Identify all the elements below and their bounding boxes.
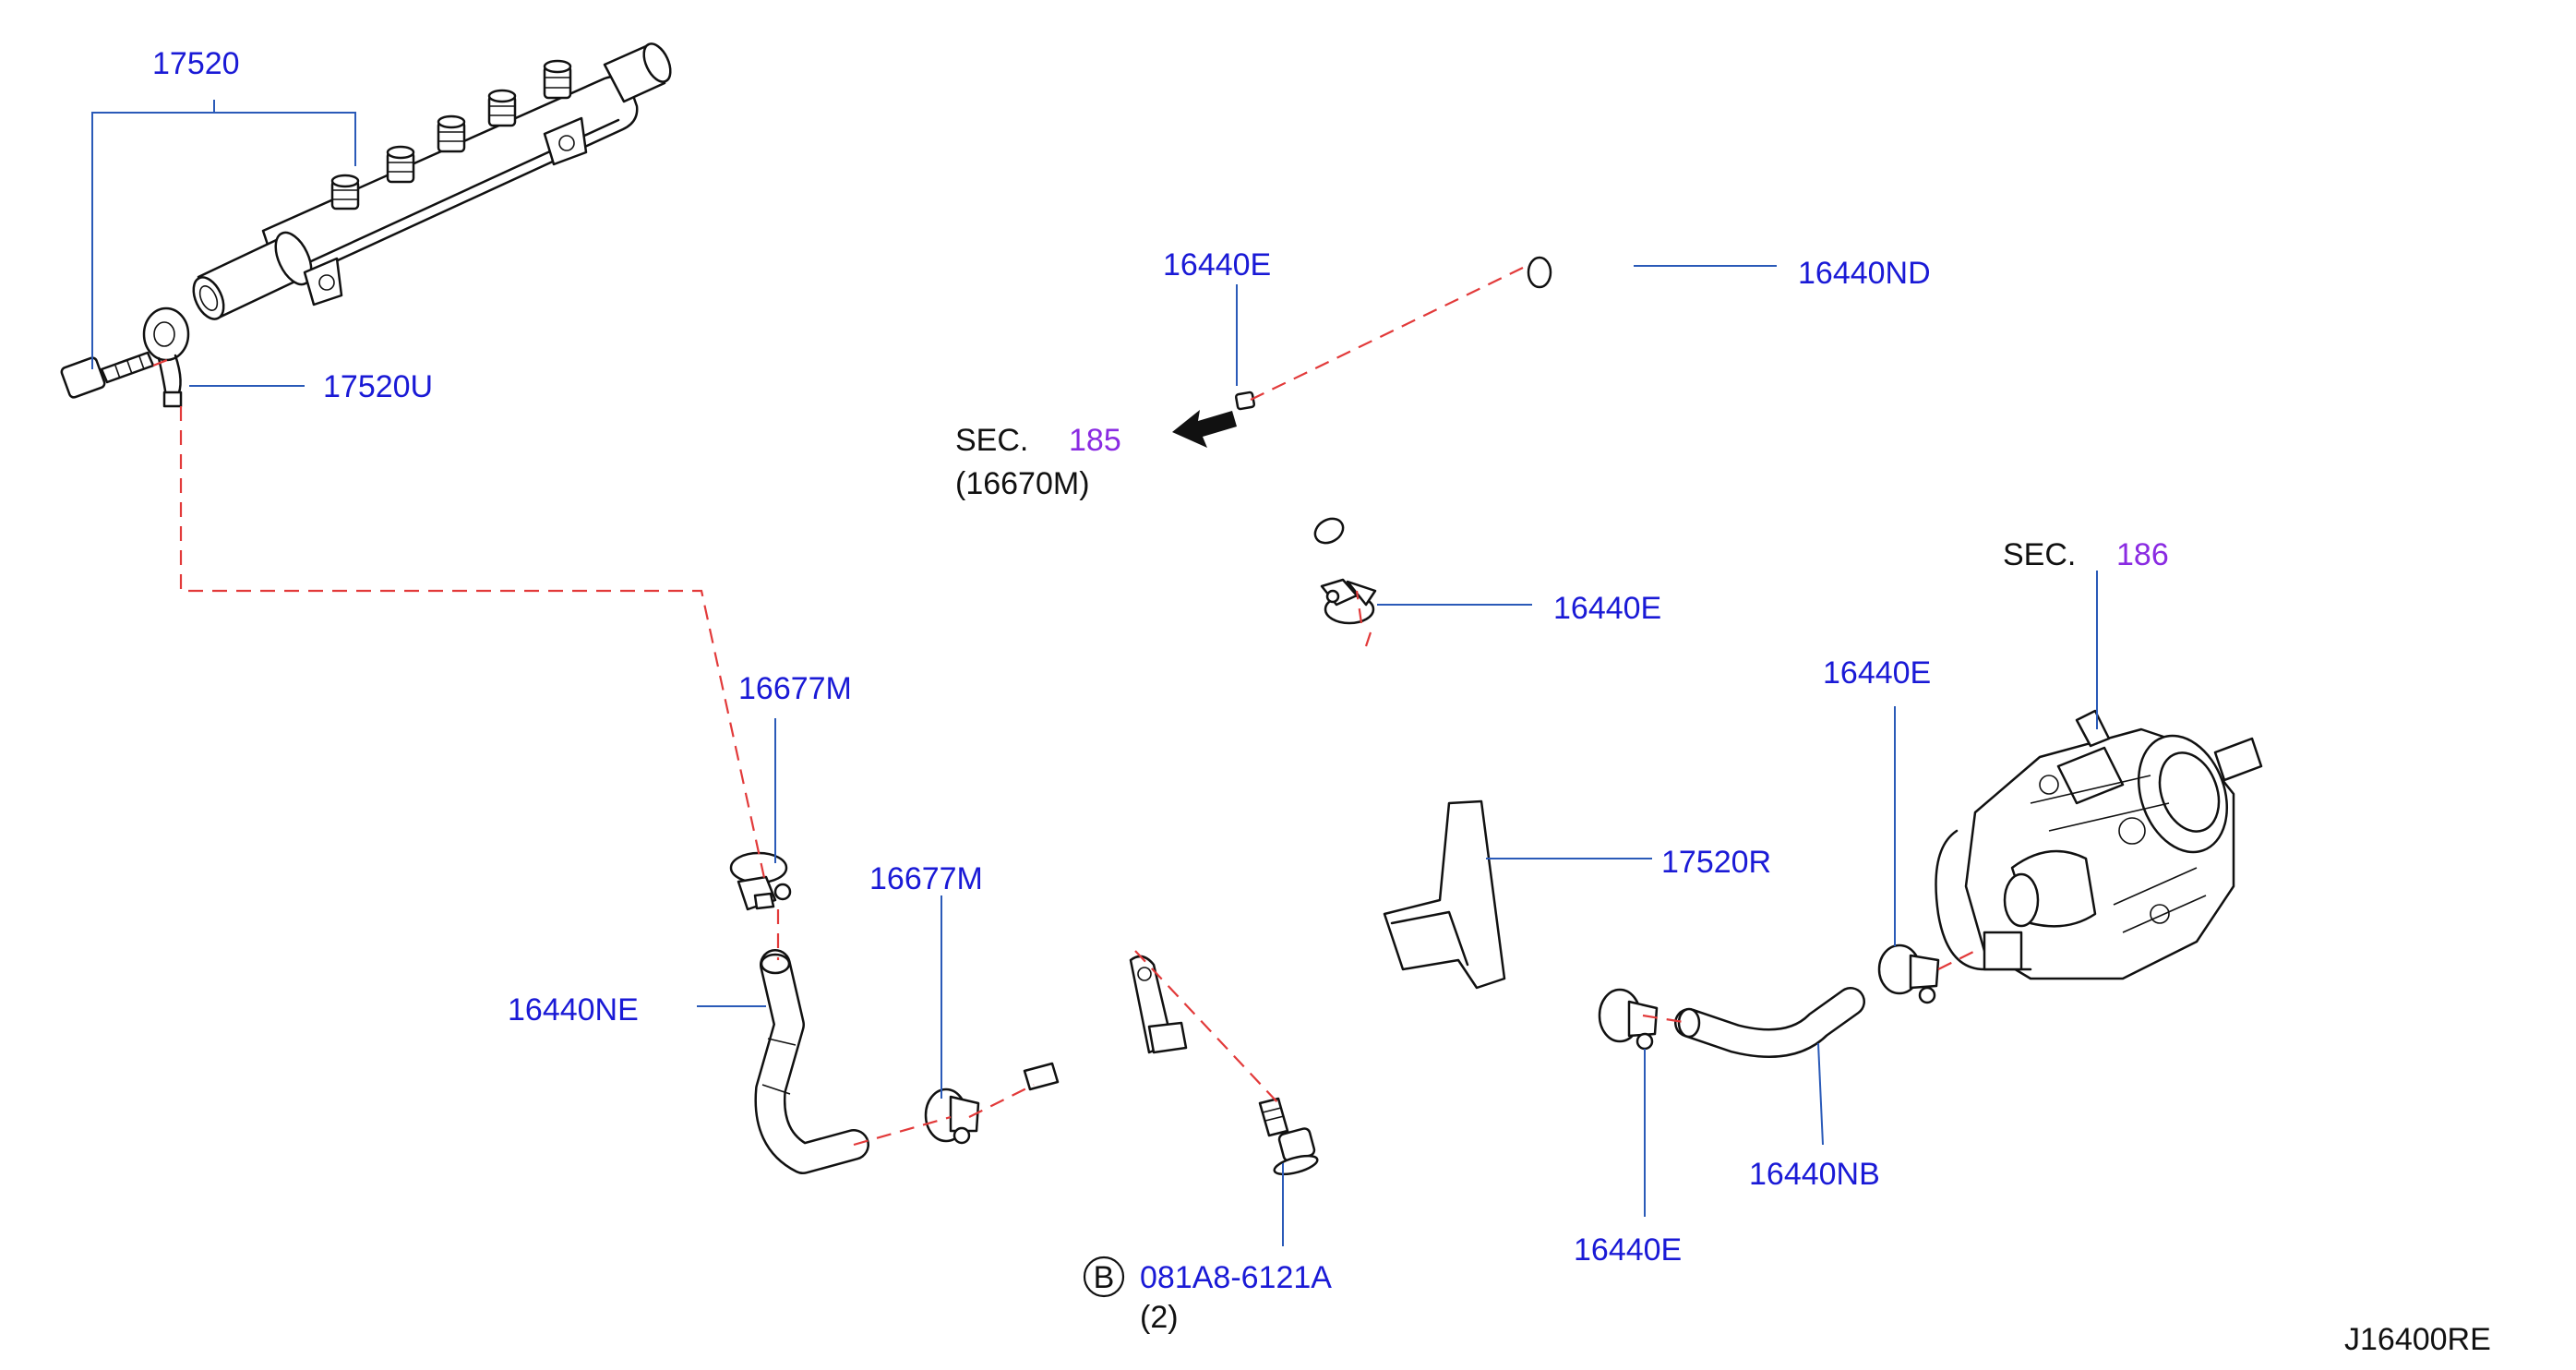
label-16440e-bottom[interactable]: 16440E bbox=[1574, 1232, 1682, 1268]
clip-16677m-left bbox=[729, 851, 792, 911]
banjo-bolt bbox=[60, 351, 155, 399]
clip-16440e-right bbox=[1877, 943, 1940, 1004]
bolt-marker-circle bbox=[1083, 1256, 1125, 1298]
dashed-connection-lines bbox=[152, 267, 1976, 1147]
hose-clip bbox=[1320, 578, 1377, 625]
sec-185-prefix: SEC. bbox=[955, 423, 1028, 458]
rail-port bbox=[543, 59, 572, 100]
rail-port bbox=[330, 174, 360, 210]
rail-port bbox=[386, 145, 415, 184]
mounting-bolt bbox=[1258, 1097, 1319, 1176]
bolt-callout[interactable]: B 081A8-6121A (2) bbox=[1083, 1256, 1332, 1335]
clamp-small bbox=[1234, 391, 1256, 411]
fuel-pump-assembly bbox=[1935, 709, 2263, 980]
direction-arrow bbox=[1172, 410, 1237, 448]
label-16440e-top[interactable]: 16440E bbox=[1163, 247, 1271, 282]
sec-186-link[interactable]: 186 bbox=[2116, 537, 2169, 572]
sec-185-link[interactable]: 185 bbox=[1069, 423, 1121, 458]
sec-186-prefix: SEC. bbox=[2003, 537, 2076, 572]
clip-16440e-bottom bbox=[1598, 988, 1659, 1051]
label-16440ne[interactable]: 16440NE bbox=[508, 992, 639, 1028]
label-bolt-code[interactable]: 081A8-6121A bbox=[1140, 1260, 1332, 1295]
label-16677m-mid[interactable]: 16677M bbox=[869, 861, 983, 896]
label-17520u[interactable]: 17520U bbox=[323, 369, 433, 404]
sec-185-ref: (16670M) bbox=[955, 466, 1090, 501]
rail-port bbox=[487, 89, 517, 127]
hose-16440ne bbox=[754, 949, 869, 1174]
label-17520r[interactable]: 17520R bbox=[1661, 845, 1771, 880]
rail-port bbox=[437, 114, 466, 153]
leader-lines bbox=[91, 100, 2098, 1246]
drawing-id: J16400RE bbox=[2344, 1322, 2491, 1357]
label-16440nb[interactable]: 16440NB bbox=[1749, 1157, 1880, 1192]
label-16440e-right[interactable]: 16440E bbox=[1823, 655, 1931, 691]
label-16677m-left[interactable]: 16677M bbox=[738, 671, 852, 706]
hose-16440nb bbox=[1674, 987, 1865, 1058]
fuel-tube-17520r bbox=[1023, 642, 1564, 1159]
fuel-rail-assembly bbox=[192, 42, 672, 320]
label-17520[interactable]: 17520 bbox=[152, 46, 240, 81]
label-bolt-qty: (2) bbox=[1140, 1300, 1179, 1335]
bolt-marker: B bbox=[1094, 1260, 1115, 1295]
label-16440nd[interactable]: 16440ND bbox=[1798, 256, 1931, 291]
hose-16440nd bbox=[1252, 251, 1552, 545]
clip-16677m-mid bbox=[924, 1088, 980, 1145]
label-16440e-mid[interactable]: 16440E bbox=[1553, 591, 1661, 626]
